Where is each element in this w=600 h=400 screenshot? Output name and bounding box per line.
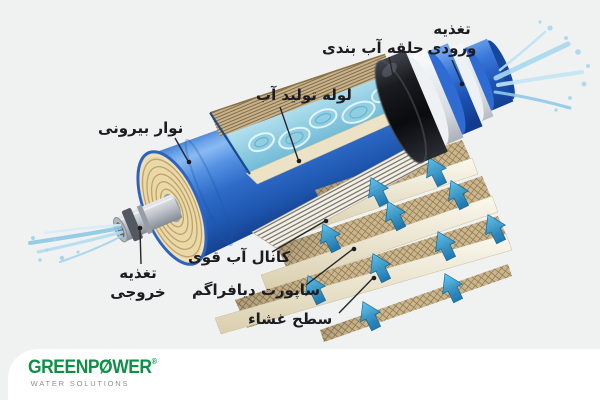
rolled-mesh-top-edge <box>209 53 386 114</box>
shell-cut-seam <box>209 112 251 175</box>
membrane-layers <box>214 140 513 342</box>
label-feed-outlet: تغذیه خروجی <box>104 264 172 302</box>
brand-text: GREENPØWER <box>28 357 152 378</box>
label-sealing-ring: حلقه آب بندی <box>322 39 424 57</box>
brand-tagline: WATER SOLUTIONS <box>30 379 130 388</box>
label-outer-wrap: نوار بیرونی <box>98 119 184 137</box>
outlet-water-spray <box>28 223 124 263</box>
label-brine-channel: کانال آب قوی <box>188 248 291 266</box>
label-feed-outlet-line2: خروجی <box>110 283 166 301</box>
label-feed-outlet-line1: تغذیه <box>119 264 157 282</box>
brand-logo: GREENPØWER® WATER SOLUTIONS <box>28 357 168 389</box>
outlet-tube <box>113 194 182 243</box>
white-sheet-3 <box>214 233 513 335</box>
rolled-mesh-lines <box>210 54 393 137</box>
label-membrane-surface: سطح غشاء <box>248 310 333 328</box>
label-feed-inlet: تغذیه ورودی <box>424 20 480 58</box>
label-feed-inlet-line1: تغذیه <box>433 20 471 38</box>
bottom-white-panel <box>8 349 600 400</box>
housing-groove <box>184 138 234 247</box>
inlet-water-splash <box>493 20 590 112</box>
water-swirls-inner <box>254 105 368 148</box>
white-sheet-2 <box>260 195 499 292</box>
label-feed-inlet-line2: ورودی <box>427 39 477 57</box>
label-diaphragm-support: ساپورت دیافراگم <box>192 281 321 299</box>
registered-mark: ® <box>151 357 157 366</box>
label-production-tube: لوله تولید آب <box>256 86 352 104</box>
leader-lines <box>137 56 465 314</box>
brand-name: GREENPØWER® <box>28 357 157 379</box>
filter-housing <box>113 53 426 266</box>
seal-ring <box>374 50 448 164</box>
